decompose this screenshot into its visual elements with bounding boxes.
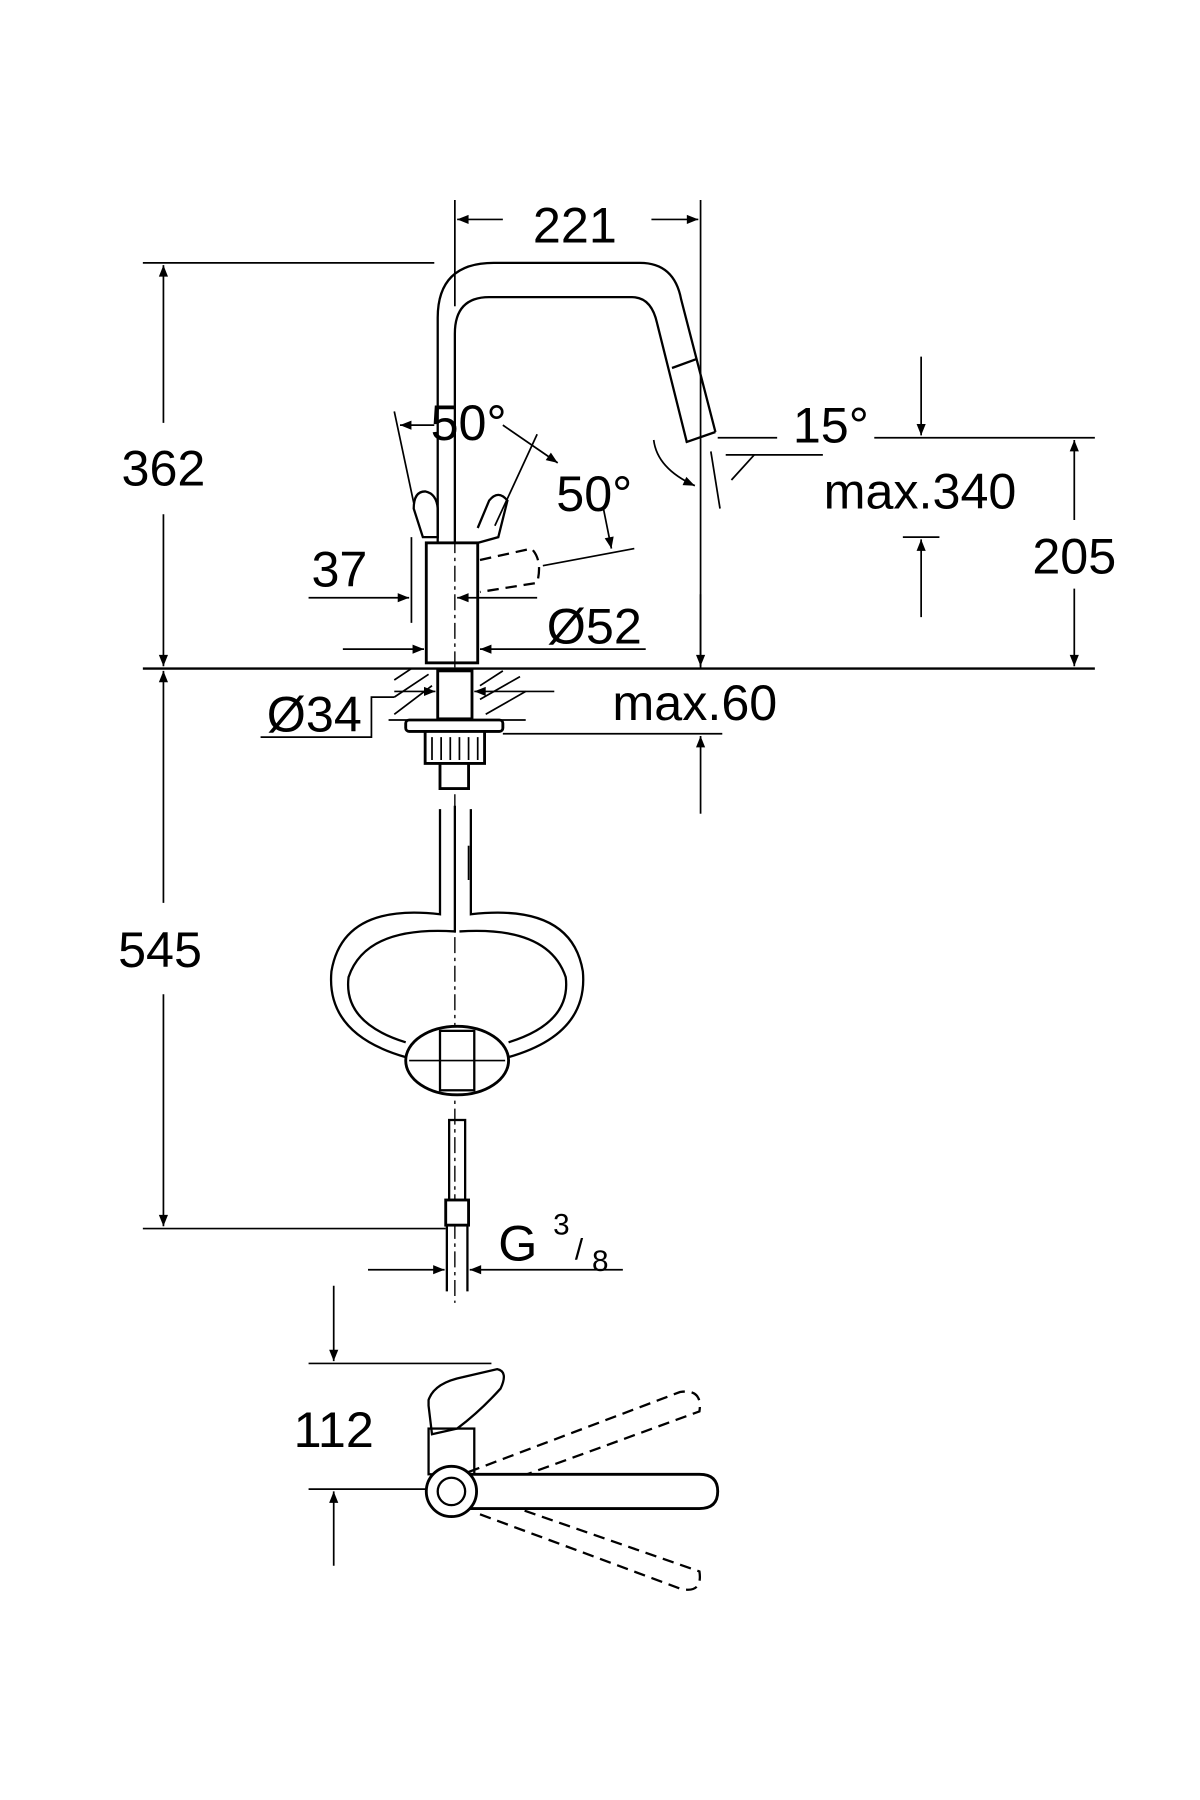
label-15-degrees: 15° <box>793 396 869 453</box>
dim-spout-angle: 15° max.340 <box>652 356 1095 618</box>
label-37: 37 <box>311 540 367 597</box>
label-d34: Ø34 <box>267 685 362 742</box>
pull-out-hose <box>329 805 585 1292</box>
label-max-340: max.340 <box>824 463 1017 520</box>
label-112: 112 <box>294 1401 374 1458</box>
dim-connection-thread: G 3 / 8 <box>368 1208 623 1278</box>
dim-lever-offset: 37 <box>308 540 538 603</box>
dim-body-diameter: Ø52 <box>342 597 646 654</box>
label-545: 545 <box>118 921 202 978</box>
mounting-assembly <box>388 667 527 790</box>
thread-fraction-slash: / <box>575 1233 584 1266</box>
faucet-body <box>424 541 480 665</box>
dim-hose-length: 545 <box>118 670 446 1230</box>
label-thread-numerator: 3 <box>553 1208 570 1241</box>
dim-spout-reach: 221 <box>454 196 702 669</box>
label-50-right: 50° <box>556 465 632 522</box>
label-thread-denominator: 8 <box>592 1245 609 1278</box>
label-thread-g: G <box>498 1215 537 1272</box>
top-view: 112 <box>294 1285 720 1591</box>
faucet-spout <box>436 261 717 547</box>
label-d52: Ø52 <box>547 597 642 654</box>
dim-deck-thickness: max.60 <box>502 674 777 814</box>
dim-mount-hole: Ø34 <box>260 685 555 742</box>
label-max-60: max.60 <box>612 674 777 731</box>
dim-total-height: 362 <box>121 262 435 667</box>
label-221: 221 <box>533 196 617 253</box>
dim-spout-height: 205 <box>695 440 1116 667</box>
label-362: 362 <box>121 440 205 497</box>
label-205: 205 <box>1032 528 1116 585</box>
lever-positions: 50° 50° <box>393 394 635 623</box>
label-50-left: 50° <box>431 394 507 451</box>
